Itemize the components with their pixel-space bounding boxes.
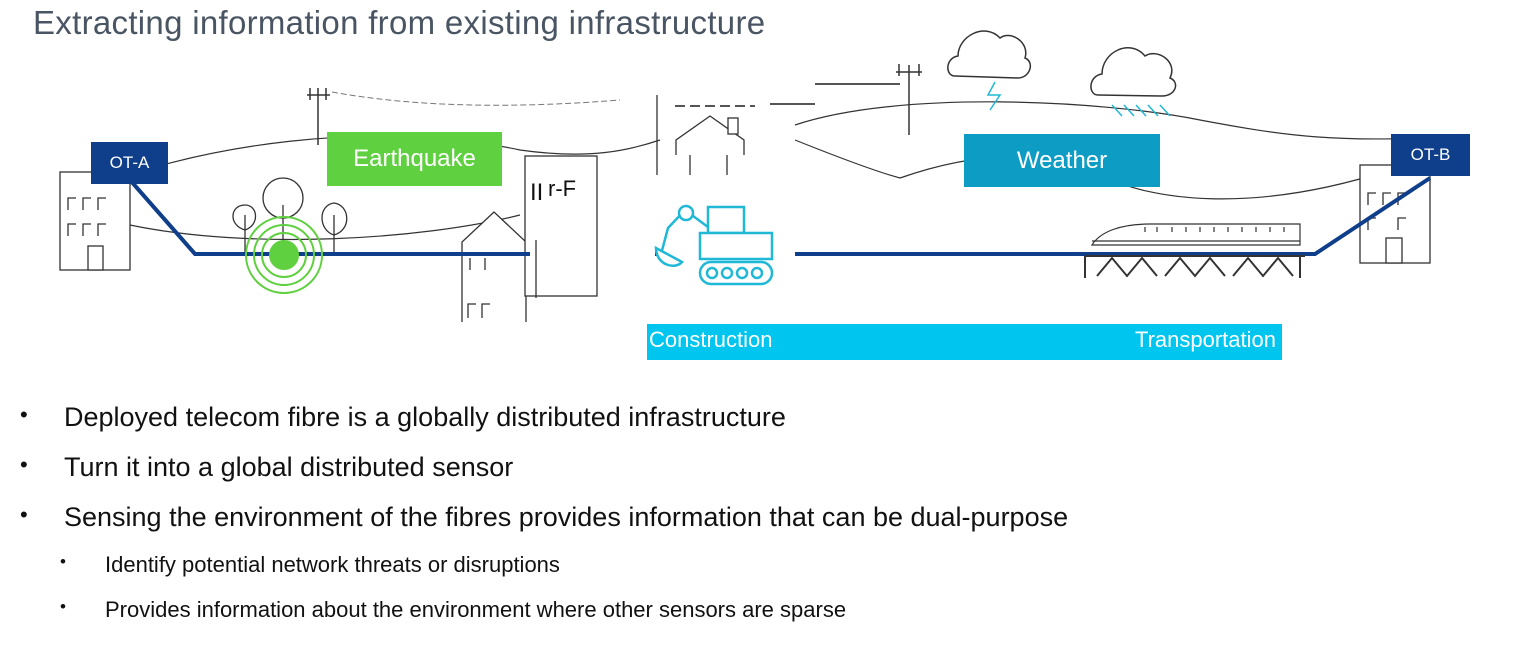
house-left-icon: [461, 211, 527, 322]
earthquake-label: Earthquake: [327, 132, 502, 186]
storm-cloud-icon: [947, 30, 1032, 111]
bullet-glyph: •: [20, 452, 28, 477]
sub-bullet-glyph: •: [60, 597, 66, 616]
train-icon: [1090, 223, 1301, 246]
bullet-text: Turn it into a global distributed sensor: [64, 452, 514, 482]
hill-outline-left-lower: [129, 214, 521, 241]
overhead-cable-left: [331, 91, 621, 106]
bullet-text: Sensing the environment of the fibres pr…: [64, 502, 1069, 532]
rail-bridge-icon: [1084, 255, 1305, 278]
ot-b-label: OT-B: [1391, 134, 1470, 176]
tree-icons: [232, 177, 348, 255]
earthquake-signal-icon: [245, 216, 323, 294]
excavator-icon: [654, 204, 774, 286]
bullet-text: Deployed telecom fibre is a globally dis…: [64, 402, 786, 432]
svg-text:II: II: [530, 179, 543, 206]
hill-outline-right: [794, 101, 1471, 140]
transportation-label: Transportation: [1134, 327, 1276, 352]
bullet-glyph: •: [20, 502, 28, 527]
building-ot-b-icon: [1359, 164, 1431, 264]
house-middle-icon: [675, 115, 745, 175]
activity-band: Construction Transportation: [647, 324, 1282, 360]
ot-a-label: OT-A: [91, 142, 168, 184]
construction-label: Construction: [649, 327, 773, 352]
fibre-scene-illustration: II r-F: [59, 30, 1471, 322]
utility-pole-left-icon: [307, 88, 330, 145]
tall-building-icon: II r-F: [524, 155, 598, 297]
sub-bullet-text: Provides information about the environme…: [105, 597, 847, 622]
utility-pole-right-icon: [896, 64, 922, 135]
svg-text:r-F: r-F: [548, 176, 576, 201]
bullet-glyph: •: [20, 402, 28, 427]
sub-bullet-glyph: •: [60, 552, 66, 571]
page-title: Extracting information from existing inf…: [33, 4, 766, 41]
building-ot-a-icon: [59, 171, 131, 271]
rain-cloud-icon: [1090, 47, 1177, 117]
weather-label: Weather: [964, 134, 1160, 187]
sub-bullet-text: Identify potential network threats or di…: [105, 552, 560, 577]
hill-outline-middle: [794, 139, 901, 179]
